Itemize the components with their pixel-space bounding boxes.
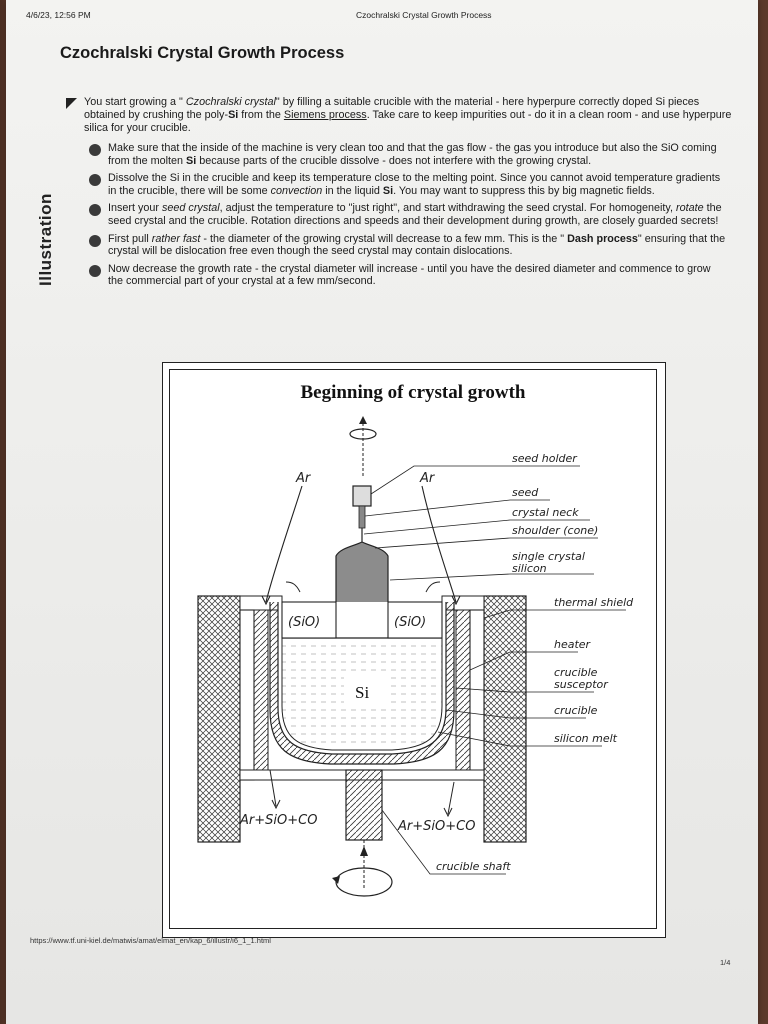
label-si: Si <box>355 683 369 702</box>
label-heater: heater <box>554 638 592 651</box>
bullet-dot-icon <box>89 234 101 247</box>
list-item: Insert your seed crystal, adjust the tem… <box>86 202 726 227</box>
print-doc-title: Czochralski Crystal Growth Process <box>356 10 492 20</box>
label-leader-lines <box>363 465 626 875</box>
sio-regions <box>281 601 443 639</box>
crucible-shaft <box>332 769 393 897</box>
intro-paragraph: You start growing a " Czochralski crysta… <box>84 96 732 134</box>
siemens-process-link[interactable]: Siemens process <box>283 109 367 121</box>
gas-flow-arrows <box>261 485 461 818</box>
label-single-crystal-1: single crystal <box>512 550 585 563</box>
silicon-melt <box>281 637 443 751</box>
label-single-crystal-2: silicon <box>512 562 547 575</box>
label-exhaust-right: Ar+SiO+CO <box>397 819 475 834</box>
printed-page: 4/6/23, 12:56 PM Czochralski Crystal Gro… <box>6 0 758 1024</box>
page-number: 1/4 <box>720 958 731 967</box>
figure-frame: Beginning of crystal growth <box>162 362 666 938</box>
label-seed-holder: seed holder <box>512 452 578 465</box>
label-sio-left: (SiO) <box>288 615 320 630</box>
label-ar-right: Ar <box>419 471 436 486</box>
seed-rotation-icon <box>349 416 377 478</box>
side-label: Illustration <box>36 193 55 286</box>
label-susceptor-1: crucible <box>554 666 598 679</box>
intro-marker-icon <box>66 98 77 109</box>
footer-url: https://www.tf.uni-kiel.de/matwis/amat/e… <box>30 936 271 945</box>
list-item: Dissolve the Si in the crucible and keep… <box>86 172 726 197</box>
label-shoulder: shoulder (cone) <box>512 524 598 537</box>
steps-list: Make sure that the inside of the machine… <box>86 142 726 293</box>
list-item: First pull rather fast - the diameter of… <box>86 233 726 258</box>
seed-holder <box>352 485 372 542</box>
page-title: Czochralski Crystal Growth Process <box>60 44 345 62</box>
list-item: Make sure that the inside of the machine… <box>86 142 726 167</box>
figure-inner-border: Beginning of crystal growth <box>169 369 657 929</box>
label-seed: seed <box>512 486 539 499</box>
czochralski-diagram: Ar Ar seed holder seed crystal neck shou… <box>197 416 634 897</box>
label-silicon-melt: silicon melt <box>554 732 618 745</box>
label-crystal-neck: crystal neck <box>512 506 579 519</box>
label-susceptor-2: susceptor <box>554 678 609 691</box>
label-exhaust-left: Ar+SiO+CO <box>239 813 317 828</box>
list-item: Now decrease the growth rate - the cryst… <box>86 263 726 288</box>
bullet-dot-icon <box>89 144 101 156</box>
bullet-dot-icon <box>89 174 101 187</box>
label-sio-right: (SiO) <box>394 615 426 630</box>
label-crucible-shaft: crucible shaft <box>436 860 511 873</box>
label-thermal-shield: thermal shield <box>554 596 634 609</box>
figure-title: Beginning of crystal growth <box>300 382 526 403</box>
bullet-dot-icon <box>89 204 101 217</box>
print-date: 4/6/23, 12:56 PM <box>26 10 91 20</box>
label-crucible: crucible <box>554 704 598 717</box>
label-ar-left: Ar <box>295 471 312 486</box>
bullet-dot-icon <box>89 264 101 277</box>
